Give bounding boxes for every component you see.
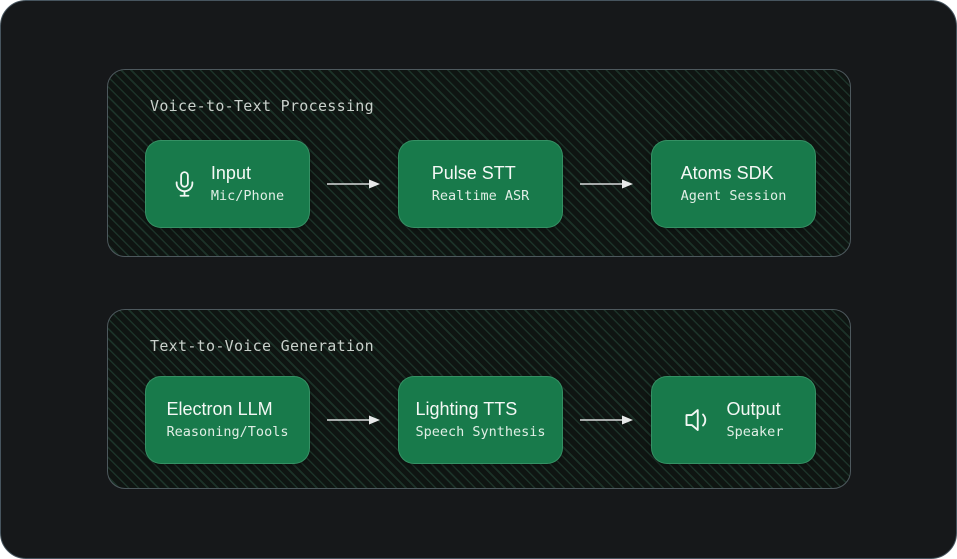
flow-arrow [310,414,398,426]
node-subtitle: Reasoning/Tools [166,423,289,440]
node-text: Lighting TTS Speech Synthesis [415,399,546,440]
section-voice-to-text: Voice-to-Text Processing Input Mic/Phone [107,69,851,257]
node-title: Pulse STT [431,163,516,184]
flow-arrow [310,178,398,190]
node-row: Electron LLM Reasoning/Tools Lighting TT… [108,376,850,464]
node-title: Atoms SDK [680,163,774,184]
node-subtitle: Realtime ASR [431,187,530,204]
section-title: Voice-to-Text Processing [150,97,374,115]
node-text: Pulse STT Realtime ASR [431,163,530,204]
flow-arrow [563,178,651,190]
node-pulse-stt: Pulse STT Realtime ASR [398,140,563,228]
node-title: Lighting TTS [415,399,518,420]
node-title: Input [210,163,251,184]
node-title: Electron LLM [166,399,273,420]
node-output: Output Speaker [651,376,816,464]
node-lighting-tts: Lighting TTS Speech Synthesis [398,376,563,464]
node-atoms-sdk: Atoms SDK Agent Session [651,140,816,228]
node-text: Input Mic/Phone [210,163,285,204]
node-subtitle: Speaker [726,423,784,440]
speaker-icon [684,407,714,433]
microphone-icon [171,169,198,200]
node-text: Electron LLM Reasoning/Tools [166,399,289,440]
node-row: Input Mic/Phone Pulse STT Realtime ASR [108,140,850,228]
node-electron-llm: Electron LLM Reasoning/Tools [145,376,310,464]
node-subtitle: Mic/Phone [210,187,285,204]
node-input: Input Mic/Phone [145,140,310,228]
node-text: Atoms SDK Agent Session [680,163,787,204]
section-text-to-voice: Text-to-Voice Generation Electron LLM Re… [107,309,851,489]
flow-arrow [563,414,651,426]
node-title: Output [726,399,781,420]
node-text: Output Speaker [726,399,784,440]
node-subtitle: Agent Session [680,187,787,204]
section-title: Text-to-Voice Generation [150,337,374,355]
node-subtitle: Speech Synthesis [415,423,546,440]
